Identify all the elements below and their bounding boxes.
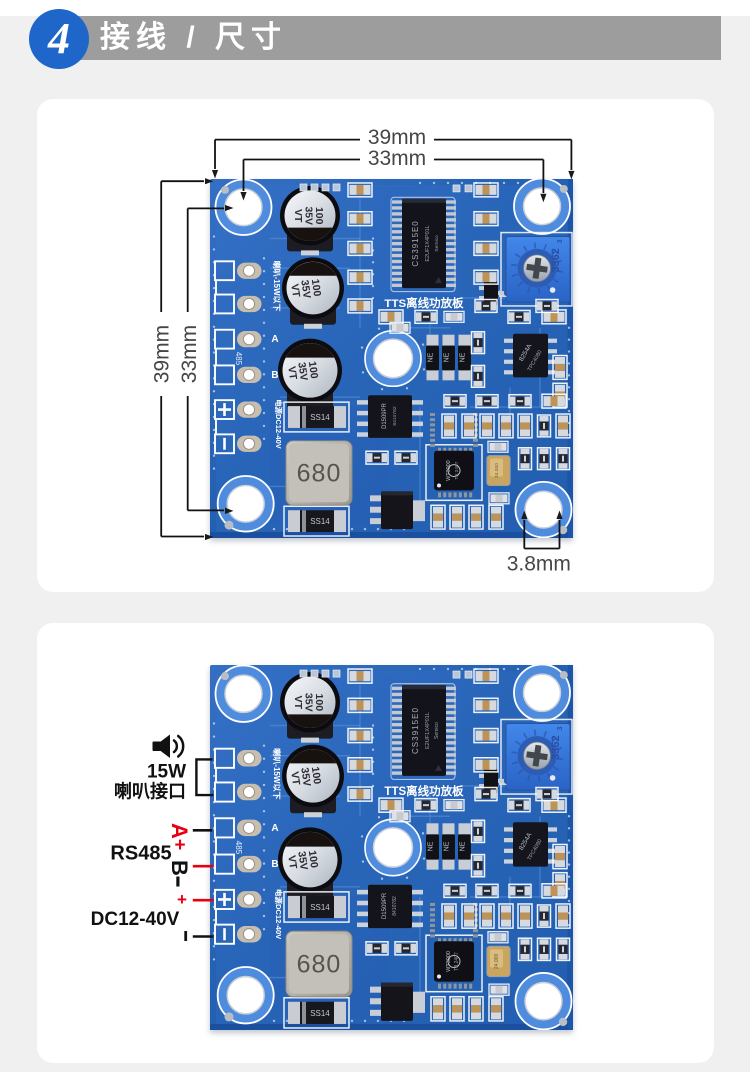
svg-text:3.8mm: 3.8mm [507,553,571,576]
svg-text:15W: 15W [147,762,186,783]
svg-text:33mm: 33mm [368,147,426,170]
svg-text:RS485: RS485 [110,843,171,865]
svg-text:+: + [174,835,185,856]
svg-text:B: B [167,860,192,876]
svg-text:33mm: 33mm [178,325,201,383]
svg-text:+: + [177,890,187,909]
svg-text:DC12-40V: DC12-40V [91,909,180,930]
svg-text:39mm: 39mm [368,126,426,149]
svg-text:A: A [167,823,192,839]
svg-text:喇叭接口: 喇叭接口 [114,781,186,802]
svg-text:39mm: 39mm [151,325,174,383]
